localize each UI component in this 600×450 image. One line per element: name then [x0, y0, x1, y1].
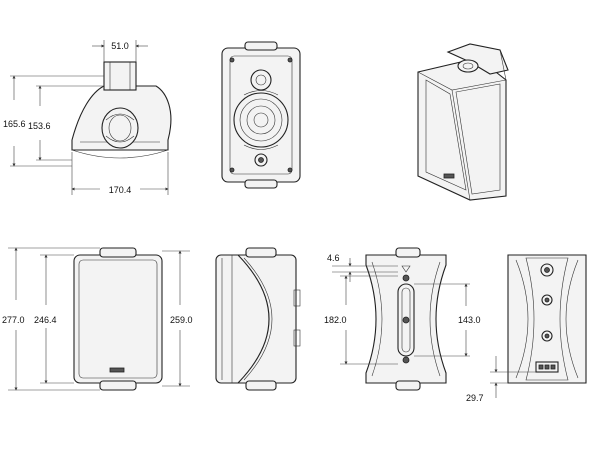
view-rear — [507, 254, 587, 384]
dim-side-height-outer: 165.6 — [3, 75, 104, 167]
label-front-height-right: 259.0 — [170, 315, 193, 325]
dim-front-height-cabinet: 246.4 — [34, 254, 74, 384]
dim-bracket-height: 182.0 — [324, 275, 398, 365]
label-bracket-hole-spacing: 143.0 — [458, 315, 481, 325]
view-top-side — [71, 61, 172, 159]
label-side-depth: 170.4 — [109, 185, 132, 195]
label-front-height-cabinet: 246.4 — [34, 315, 57, 325]
dim-rear-offset: 29.7 — [466, 356, 536, 403]
dim-bracket-offset: 4.6 — [327, 253, 398, 282]
view-front-open — [221, 41, 301, 189]
label-top-bracket-width: 51.0 — [111, 41, 129, 51]
dim-side-depth: 170.4 — [71, 152, 169, 195]
label-side-height-inner: 153.6 — [28, 121, 51, 131]
view-front-grille — [73, 247, 163, 391]
dim-side-height-inner: 153.6 — [28, 85, 104, 161]
label-rear-offset: 29.7 — [466, 393, 484, 403]
label-side-height-outer: 165.6 — [3, 119, 26, 129]
label-bracket-offset: 4.6 — [327, 253, 340, 263]
dim-front-height-right: 259.0 — [162, 250, 193, 387]
view-side-profile — [215, 247, 301, 391]
dim-top-bracket-width: 51.0 — [92, 40, 148, 62]
view-isometric — [417, 43, 509, 201]
label-front-height-total: 277.0 — [2, 315, 25, 325]
label-bracket-height: 182.0 — [324, 315, 347, 325]
dim-bracket-hole-spacing: 143.0 — [414, 283, 481, 357]
view-bracket — [365, 247, 447, 391]
dim-front-height-total: 277.0 — [2, 247, 100, 391]
